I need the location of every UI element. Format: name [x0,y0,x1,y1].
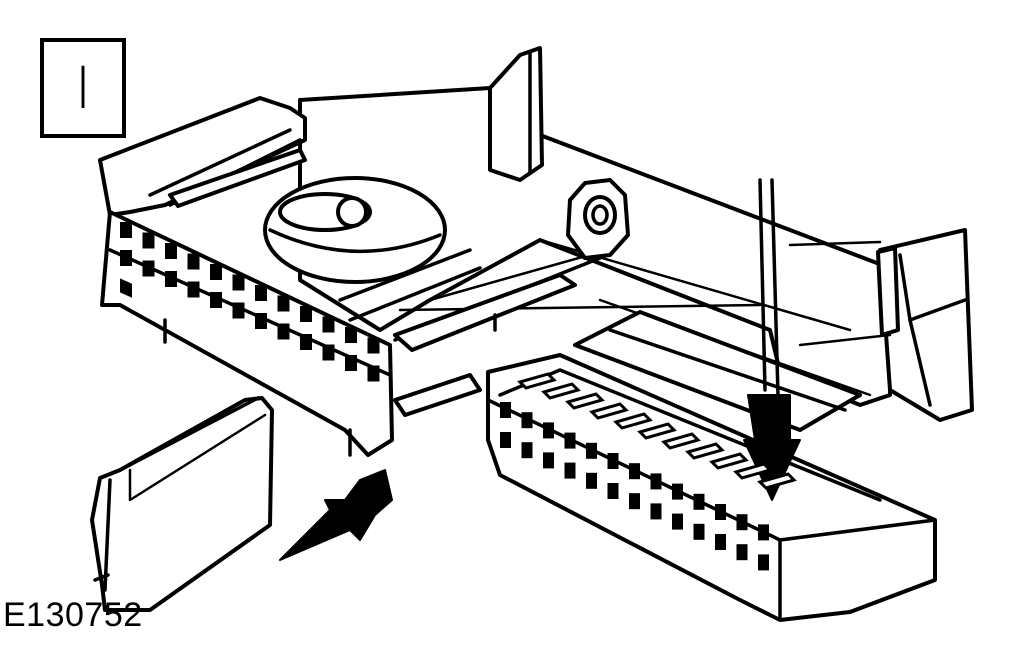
right-cavity [736,544,748,561]
left-cavity [367,337,380,354]
terminal-slot [733,462,773,480]
right-cavity [650,473,662,490]
right-cavity [693,493,705,510]
step-indicator-box [40,38,126,138]
left-cavity [210,264,222,280]
left-cavity [255,313,267,329]
figure-id: E130752 [3,596,143,634]
left-cavity [210,292,222,308]
terminal-slot [757,472,797,490]
left-cavity [255,285,267,301]
right-cavity [758,554,769,571]
left-cavity [165,271,177,287]
left-cavity [277,323,290,340]
right-cavity [564,462,576,479]
right-cavity [607,453,619,469]
right-cavity [521,442,533,459]
right-cavity [629,463,640,480]
terminal-slot [517,372,557,390]
left-cavity [322,344,335,361]
insert-down-arrow [743,178,801,501]
right-cavity [650,503,662,520]
left-cavity [187,281,200,298]
terminal-slot [565,392,605,410]
terminal-slot [709,452,749,470]
right-cavity [586,442,597,459]
remove-out-arrow [279,469,393,561]
left-cavity-grid [120,278,132,298]
connector-housing [98,46,974,457]
right-cavity [715,534,726,550]
right-cavity [586,472,597,489]
right-cavity [500,432,511,448]
right-cavity [500,402,511,418]
terminal-slot [541,382,581,400]
left-cavity [345,327,357,343]
right-cavity [672,483,683,500]
left-cavity [367,365,380,382]
terminal-slot [637,422,677,440]
terminal-slot [589,402,629,420]
terminal-slot [613,412,653,430]
right-cavity [758,524,769,541]
left-cavity [322,316,335,333]
right-cavity [629,493,640,510]
left-cavity [120,222,132,238]
right-cavity [543,452,554,469]
right-cavity [607,483,619,499]
right-cavity [715,504,726,520]
right-cavity [521,412,533,429]
left-cavity [187,253,200,270]
left-cavity [142,232,155,249]
left-cavity [232,274,245,291]
left-cavity [142,260,155,277]
right-cavity [564,432,576,449]
terminal-slot [661,432,701,450]
step-label: I [74,54,92,122]
right-cavity [543,422,554,439]
secondary-lock-part [90,396,274,612]
left-cavity [345,355,357,371]
terminal-slot [685,442,725,460]
left-cavity [300,334,312,350]
left-cavity [165,243,177,259]
left-cavity [277,295,290,312]
left-cavity [300,306,312,322]
right-cavity [672,513,683,530]
right-cavity [736,514,748,531]
right-cavity [693,523,705,540]
left-cavity [232,302,245,319]
left-cavity [120,250,132,266]
